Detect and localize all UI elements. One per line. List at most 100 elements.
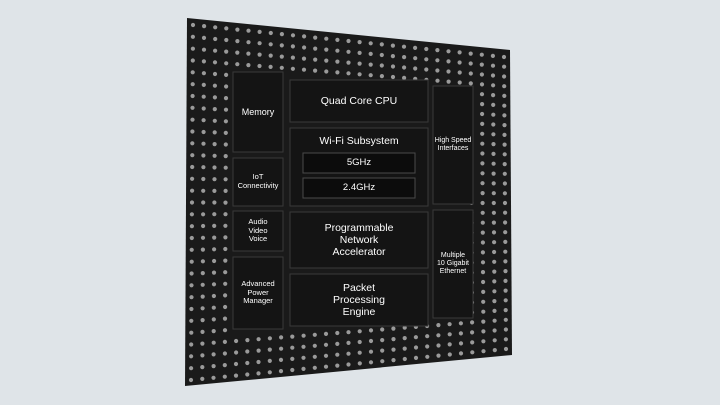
solder-pad (436, 343, 441, 348)
solder-pad (436, 333, 441, 338)
solder-pad (301, 355, 306, 360)
solder-pad (279, 31, 284, 37)
solder-pad (190, 129, 195, 134)
solder-pad (502, 113, 507, 118)
solder-pad (481, 319, 486, 324)
solder-pad (435, 78, 440, 83)
solder-pad (211, 364, 216, 369)
solder-pad (190, 82, 195, 87)
high-speed-label: High Speed Interfaces (434, 136, 472, 152)
solder-pad (212, 235, 217, 240)
solder-pad (480, 171, 485, 176)
solder-pad (245, 349, 250, 354)
solder-pad (278, 369, 284, 374)
solder-pad (200, 259, 205, 264)
solder-pad (346, 340, 351, 345)
solder-pad (312, 365, 317, 370)
solder-pad (257, 52, 262, 57)
accelerator-block (289, 211, 429, 269)
solder-pad (447, 322, 452, 327)
solder-pad (435, 68, 440, 73)
solder-pads (188, 22, 509, 383)
solder-pad (435, 58, 440, 63)
solder-pad (201, 141, 206, 146)
solder-pad (357, 50, 362, 56)
solder-pad (223, 270, 228, 275)
solder-pad (480, 230, 485, 235)
solder-pad (189, 366, 194, 371)
solder-pad (189, 342, 194, 347)
solder-pad (346, 351, 351, 356)
solder-pad (212, 83, 217, 88)
solder-pad (222, 316, 228, 321)
solder-pad (233, 361, 239, 367)
solder-pad (357, 61, 362, 66)
solder-pad (302, 45, 307, 50)
solder-pad (368, 349, 374, 354)
solder-pad (290, 367, 295, 373)
solder-pad (502, 162, 507, 167)
solder-pad (223, 130, 228, 135)
solder-pad (223, 107, 229, 112)
solder-pad (481, 299, 486, 304)
solder-pad (188, 377, 194, 383)
solder-pad (301, 333, 306, 338)
solder-pad (223, 96, 229, 101)
solder-pad (490, 63, 496, 68)
solder-pad (201, 200, 206, 205)
solder-pad (202, 24, 207, 29)
solder-pad (189, 259, 194, 264)
solder-pad (491, 220, 496, 225)
iot-label: IoT Connectivity (237, 172, 279, 190)
solder-pad (447, 342, 452, 347)
solder-pad (346, 330, 351, 335)
solder-pad (223, 142, 228, 147)
solder-pad (200, 353, 205, 358)
solder-pad (212, 95, 217, 100)
solder-pad (211, 293, 216, 299)
solder-pad (380, 327, 385, 332)
solder-pad (211, 305, 216, 310)
solder-pad (190, 22, 196, 28)
solder-pad (480, 151, 485, 156)
solder-pad (323, 353, 329, 358)
solder-pad (479, 72, 484, 77)
solder-pad (200, 365, 205, 370)
solder-pad (368, 328, 374, 333)
solder-pad (234, 338, 239, 344)
ethernet-block (432, 209, 474, 319)
solder-pad (223, 223, 228, 228)
solder-pad (503, 249, 508, 254)
cpu-block (289, 79, 429, 123)
solder-pad (481, 289, 486, 294)
solder-pad (222, 351, 227, 356)
solder-pad (312, 332, 317, 337)
solder-pad (468, 81, 473, 86)
solder-pad (222, 339, 227, 344)
solder-pad (379, 42, 384, 47)
solder-pad (346, 49, 351, 54)
solder-pad (346, 38, 351, 44)
accelerator-label: Programmable Network Accelerator (324, 221, 394, 259)
solder-pad (424, 67, 429, 72)
solder-pad (491, 200, 496, 206)
solder-pad (200, 294, 205, 299)
solder-pad (201, 212, 206, 217)
solder-pad (189, 354, 194, 359)
solder-pad (279, 335, 284, 340)
solder-pad (435, 48, 440, 53)
solder-pad (490, 53, 495, 59)
solder-pad (268, 42, 273, 47)
solder-pad (223, 177, 228, 182)
solder-pad (200, 329, 205, 334)
solder-pad (335, 59, 340, 64)
solder-pad (447, 352, 452, 357)
solder-pad (492, 240, 497, 245)
solder-pad (189, 318, 194, 323)
solder-pad (480, 270, 486, 275)
solder-pad (290, 66, 295, 71)
solder-pad (502, 200, 508, 206)
solder-pad (335, 48, 340, 53)
solder-pad (189, 283, 194, 288)
